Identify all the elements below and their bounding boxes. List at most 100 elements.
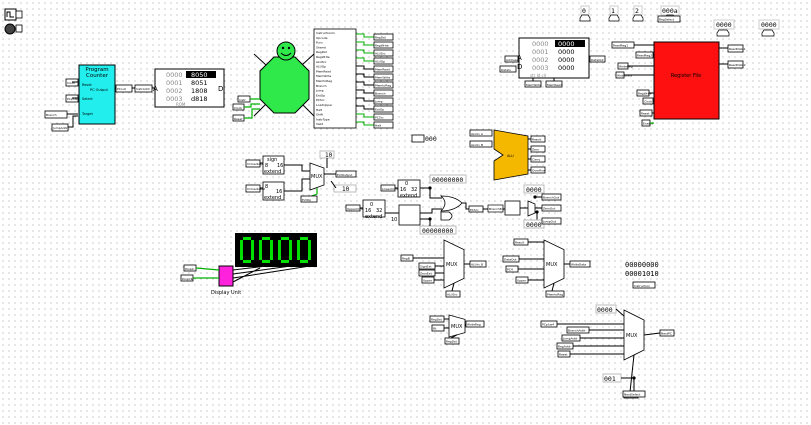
ctrl-input-2[interactable]: Reset xyxy=(232,114,245,122)
mux-b-input-3[interactable]: Upper xyxy=(515,276,529,284)
mux-d-input-0[interactable]: PCplus4 xyxy=(540,320,558,328)
regfile-output-1[interactable]: ReadData1 xyxy=(727,44,746,53)
regfile-input-5[interactable]: Clock xyxy=(642,97,654,105)
mux-c-output[interactable]: WriteReg xyxy=(465,320,485,328)
display-unit[interactable]: Display Unit xyxy=(211,265,241,296)
data-memory[interactable]: A D 0000 0000 0001 0000 0002 0000 0003 0… xyxy=(517,37,590,79)
top-probe-tag[interactable]: RegSelect xyxy=(657,15,681,23)
dmem-input-address[interactable]: Address xyxy=(504,55,519,63)
controller-output-6[interactable]: MemtoReg xyxy=(373,81,394,89)
mux-d-output[interactable]: NextPC xyxy=(659,329,675,337)
or-gate[interactable] xyxy=(439,195,463,212)
sign-extend[interactable]: sign 8 16 extend xyxy=(262,155,285,175)
ext-mux-select[interactable]: ExtOp xyxy=(300,195,318,203)
pc-output-pcout[interactable]: PCout xyxy=(115,84,133,93)
mux-d-input-1[interactable]: BranchAddr xyxy=(566,326,590,334)
controller-output-10[interactable]: PCSrc xyxy=(373,113,394,121)
alu-input-b[interactable]: ALUin_B xyxy=(469,140,493,148)
mux-a-input-0[interactable]: RegB xyxy=(400,254,414,262)
pc-input-branch[interactable]: Branch xyxy=(44,110,68,119)
controller-output-0[interactable]: RegDst xyxy=(373,33,394,41)
mux-d-input-3[interactable]: RegAddr xyxy=(556,342,574,350)
mux-b-input-0[interactable]: Result xyxy=(513,238,529,246)
binary-display-tag[interactable]: Instruction xyxy=(632,281,656,289)
alu-output-0[interactable]: Result xyxy=(530,135,546,143)
controller-output-9[interactable]: ExtOp xyxy=(373,105,394,113)
controller-signal-2: Func xyxy=(316,41,323,45)
display-unit-label: Display Unit xyxy=(211,290,241,296)
toggle-tool[interactable] xyxy=(4,8,23,21)
ctrl-input-1[interactable]: Clock xyxy=(232,103,245,111)
ext-mux[interactable]: MUX xyxy=(309,162,325,191)
svg-text:DataOut: DataOut xyxy=(504,258,517,262)
controller-output-8[interactable]: Jump xyxy=(373,97,394,105)
controller-output-1[interactable]: RegWrite xyxy=(373,41,394,49)
dmem-input-memwrite[interactable]: MemWrite xyxy=(524,80,541,88)
regfile-input-6[interactable]: Reset xyxy=(639,109,653,117)
pc-output-instraddr[interactable]: InstrAddr xyxy=(134,84,153,93)
right-tag-2[interactable]: JumpOut xyxy=(541,217,562,225)
mux-a-output[interactable]: ALUin_B xyxy=(469,260,487,268)
dmem-addr-3: 0003 xyxy=(532,64,549,72)
controller-output-2[interactable]: ALUSrc xyxy=(373,49,394,57)
mux-b-select[interactable]: MemtoReg xyxy=(545,290,565,298)
right-mux[interactable] xyxy=(527,200,536,217)
display-input-2[interactable]: DispClk xyxy=(180,274,194,282)
mux-a-input-1[interactable]: SignExt xyxy=(418,262,436,270)
controller-output-11[interactable]: Halt xyxy=(373,121,394,129)
alu-output-2[interactable]: Carry xyxy=(530,155,546,163)
gate-output-pcsrc[interactable]: PCSrc xyxy=(468,205,484,213)
mux-d-input-4[interactable]: Reset xyxy=(557,350,571,358)
register-file[interactable]: Register File xyxy=(653,41,720,120)
alu-output-3[interactable]: Overflow xyxy=(530,166,546,174)
mux-c-input-1[interactable]: Rt xyxy=(431,324,445,332)
mux-a[interactable]: MUX xyxy=(443,239,465,289)
mux-d-bottom-tag[interactable]: NextSelect xyxy=(622,390,646,398)
mux-b-input-1[interactable]: DataOut xyxy=(502,255,520,263)
mux-a-input-2[interactable]: ZeroExt xyxy=(418,269,436,277)
mux-c-select[interactable]: RegDst xyxy=(444,337,460,345)
mux-b-input-2[interactable]: PC4 xyxy=(505,265,519,273)
ext-mux-output[interactable]: ExtOutput xyxy=(335,170,357,178)
program-counter[interactable]: Program Counter Reset PC Output Select T… xyxy=(78,64,116,125)
alu[interactable]: ALU xyxy=(493,129,529,181)
branch-unit[interactable] xyxy=(504,200,521,216)
and-gate[interactable] xyxy=(440,211,453,221)
mux-a-select[interactable]: ALUSrc xyxy=(445,290,461,298)
right-tag-0[interactable]: BranchOut xyxy=(541,193,562,201)
alu-output-1[interactable]: Zero xyxy=(530,145,546,153)
ctrl-input-0[interactable]: Instr xyxy=(237,95,251,103)
regfile-input-1[interactable]: ReadReg2 xyxy=(635,51,654,59)
dmem-input-datain[interactable]: DataIn xyxy=(499,65,517,73)
controller-output-7[interactable]: Branch xyxy=(373,89,394,97)
dmem-input-memread[interactable]: MemRead xyxy=(545,80,563,88)
mux-d-input-2[interactable]: JumpAddr xyxy=(561,334,581,342)
alu-input-a[interactable]: ALUin_A xyxy=(469,129,493,137)
mux-a-input-3[interactable]: Upper xyxy=(421,276,435,284)
mux-b[interactable]: MUX xyxy=(543,239,565,289)
regfile-output-2[interactable]: ReadData2 xyxy=(727,60,746,69)
controller-output-4[interactable]: MemRead xyxy=(373,65,394,73)
right-tag-1[interactable]: ZeroOut xyxy=(541,204,562,212)
mux-c[interactable]: MUX xyxy=(448,314,466,338)
small-probe[interactable]: 000 xyxy=(411,134,437,143)
instruction-memory[interactable]: A D 0000 8050 0001 8051 0002 1808 0003 d… xyxy=(153,68,225,108)
mux-b-output[interactable]: WriteData xyxy=(569,260,591,268)
zero-extend[interactable]: 8 16 extend xyxy=(262,181,285,201)
mid-extend-top[interactable]: 0 16 32 extend xyxy=(397,179,421,199)
dmem-output-dataout[interactable]: DataOut xyxy=(589,55,606,63)
mux-d[interactable]: MUX xyxy=(623,309,645,361)
display-input-1[interactable]: DispIn xyxy=(183,264,197,272)
mid-extend-bottom[interactable]: 0 16 32 extend xyxy=(362,199,386,220)
controller-output-3[interactable]: ALUOp xyxy=(373,57,394,65)
imem-val-1: 8051 xyxy=(191,79,208,87)
controller-signal-block[interactable]: InstructionInOpcodeFuncShamtRegDstRegWri… xyxy=(313,28,357,129)
regfile-input-0[interactable]: ReadReg1 xyxy=(611,41,635,49)
splitter[interactable]: 10 xyxy=(391,204,421,226)
probe-tool[interactable] xyxy=(4,23,23,35)
mux-c-input-0[interactable]: RegDst xyxy=(429,315,445,323)
svg-text:000a: 000a xyxy=(662,7,678,15)
controller[interactable] xyxy=(253,41,315,117)
controller-output-5[interactable]: MemWrite xyxy=(373,73,394,81)
pc-input-jumpaddr[interactable]: JumpAddr xyxy=(51,123,68,132)
